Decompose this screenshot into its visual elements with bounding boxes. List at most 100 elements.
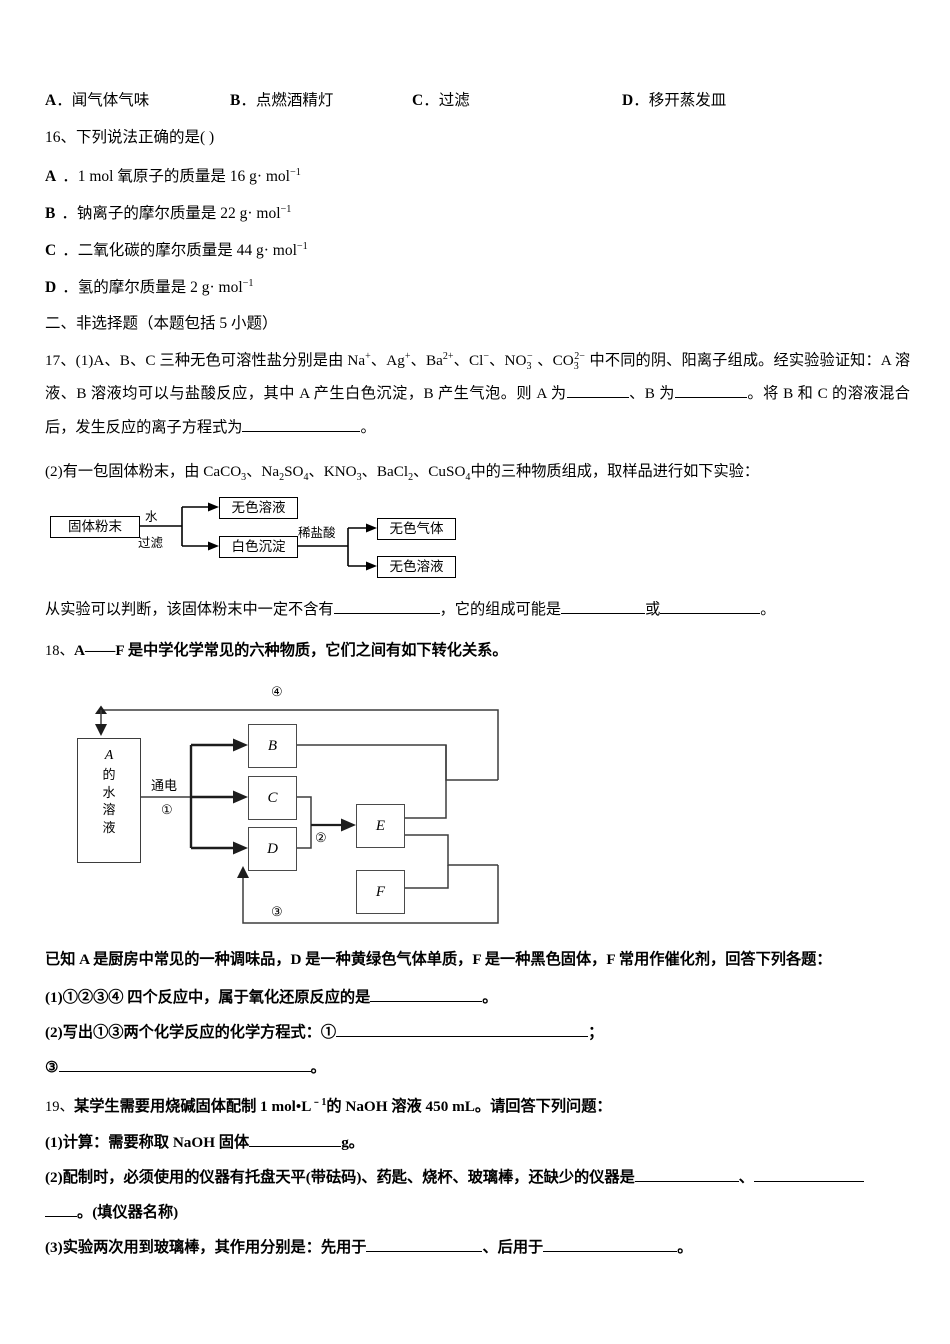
q15-option-c-text: 过滤	[438, 92, 470, 109]
q17-formula-na2so4: Na2SO4	[261, 463, 309, 484]
q17-part3-text-3: 或	[645, 600, 661, 618]
q17-blank-ionic-equation[interactable]	[242, 416, 361, 432]
q17-part1-text-4: 、B 为	[628, 385, 675, 403]
q19-sub1-unit: g。	[341, 1133, 364, 1151]
q17-ion-no3: NO3−	[504, 350, 533, 373]
q17-ion-cl: Cl−	[469, 350, 490, 370]
diagram-circled-3: ③	[271, 904, 283, 920]
q18-stem-text: A——F 是中学化学常见的六种物质，它们之间有如下转化关系。	[74, 641, 508, 659]
diagram-node-d: D	[248, 827, 297, 872]
q16-stem: 16、下列说法正确的是( )	[45, 129, 215, 146]
q16-choice-c-text: 二氧化碳的摩尔质量是 44 g·	[77, 242, 269, 260]
q16-choice-c-sup: −1	[296, 240, 308, 252]
q19-stem: 19、某学生需要用烧碱固体配制 1 mol•L﹣1的 NaOH 溶液 450 m…	[45, 1091, 910, 1123]
q18-blank-equation-1[interactable]	[336, 1021, 589, 1037]
q18-sub3-marker: ③	[45, 1058, 59, 1076]
diagram-circled-1: ①	[161, 802, 173, 818]
q17-blank-absent[interactable]	[333, 597, 440, 614]
q18-blank-redox[interactable]	[370, 985, 483, 1002]
q17-ion-na: Na+	[347, 350, 371, 370]
q19-blank-apparatus-2[interactable]	[753, 1166, 864, 1182]
q16-choice-d-sup: −1	[242, 277, 254, 289]
q17-part1-text-3: 液、B 溶液均可以与盐酸反应，其中 A 产生白色沉淀，B 产生气泡。则 A 为	[45, 385, 567, 403]
diagram-node-a-letter: A	[104, 748, 114, 764]
q17-blank-b[interactable]	[674, 382, 747, 399]
q17-blank-composition-2[interactable]	[660, 597, 761, 614]
diagram-circled-2: ②	[315, 830, 327, 846]
q18-sub3: ③。	[45, 1052, 910, 1083]
q18-blank-equation-3[interactable]	[58, 1056, 311, 1072]
q19-blank-apparatus-1[interactable]	[634, 1166, 739, 1182]
q18-sub3-period: 。	[310, 1058, 326, 1076]
q19-stem-text-a: 某学生需要用烧碱固体配制 1 mol•L	[74, 1098, 312, 1115]
substance-conversion-diagram: A 的 水 溶 液 B C D E F 通电 ① ② ③ ④	[63, 680, 533, 930]
q16-choice-a: A．1 mol 氧原子的质量是 16 g· mol−1	[45, 166, 301, 186]
q19-sub3: (3)实验两次用到玻璃棒，其作用分别是：先用于、后用于。	[45, 1232, 910, 1263]
q17-formula-cuso4: CuSO4	[428, 463, 471, 484]
q18-sub1-text: (1)①②③④ 四个反应中，属于氧化还原反应的是	[45, 988, 371, 1006]
diagram-node-a-char-3: 溶	[102, 802, 116, 818]
section-2-title: 二、非选择题（本题包括 5 小题）	[45, 315, 278, 333]
q19-sub3-text-a: (3)实验两次用到玻璃棒，其作用分别是：先用于	[45, 1239, 367, 1257]
q19-sub2: (2)配制时，必须使用的仪器有托盘天平(带砝码)、药匙、烧杯、玻璃棒，还缺少的仪…	[45, 1162, 910, 1193]
diagram-node-e: E	[356, 804, 405, 849]
q19-number: 19、	[45, 1099, 74, 1115]
q18-stem: 18、A——F 是中学化学常见的六种物质，它们之间有如下转化关系。	[45, 635, 910, 667]
q16-choice-d: D．氢的摩尔质量是 2 g· mol−1	[45, 277, 254, 297]
page-content: A．闻气体气味 B．点燃酒精灯 C．过滤 D．移开蒸发皿 16、下列说法正确的是…	[45, 88, 910, 1267]
q17-formula-kno3: KNO3	[323, 463, 362, 484]
q17-ion-co3: CO32−	[552, 350, 585, 373]
q19-sub1-text: (1)计算：需要称取 NaOH 固体	[45, 1133, 250, 1151]
q15-option-d-text: 移开蒸发皿	[648, 92, 727, 109]
q18-sub2-semicolon: ；	[588, 1023, 604, 1041]
q16-choice-c: C．二氧化碳的摩尔质量是 44 g· mol−1	[45, 240, 308, 260]
q17-part1-text-5: 。将 B 和 C 的溶液混合	[746, 385, 910, 403]
q16-choice-a-sup: −1	[290, 166, 301, 178]
q16-choice-b-sup: −1	[280, 203, 292, 215]
q19-stem-text-b: 的 NaOH 溶液 450 mL。请回答下列问题：	[326, 1098, 612, 1115]
diagram-node-b: B	[248, 724, 297, 769]
q17-ion-ag: Ag+	[386, 350, 411, 370]
q15-option-b: B．点燃酒精灯	[230, 92, 334, 109]
q17-ion-ba: Ba2+	[425, 350, 454, 370]
q17-part3: 从实验可以判断，该固体粉末中一定不含有，它的组成可能是或。	[45, 594, 910, 625]
q19-stem-sup: ﹣1	[311, 1096, 327, 1108]
q17-part3-text-2: ，它的组成可能是	[439, 600, 562, 618]
q19-blank-rod-use-2[interactable]	[543, 1236, 678, 1253]
q19-blank-mass[interactable]	[249, 1131, 342, 1147]
q17-part2-intro: (2)有一包固体粉末，由 CaCO3、Na2SO4、KNO3、BaCl2、CuS…	[45, 463, 759, 484]
q19-sub1: (1)计算：需要称取 NaOH 固体 g。	[45, 1127, 910, 1158]
q18-sub2: (2)写出①③两个化学反应的化学方程式：① ；	[45, 1017, 910, 1048]
diagram-label-electrolysis: 通电	[151, 778, 178, 794]
q17-formula-caco3: CaCO3	[203, 463, 247, 484]
q17-blank-composition-1[interactable]	[561, 597, 646, 614]
q17-part1-text-7: 。	[360, 418, 376, 436]
flow1-node-colorless-solution: 无色溶液	[219, 496, 298, 519]
q19-blank-rod-use-1[interactable]	[366, 1236, 483, 1253]
flow1-label-filter: 过滤	[138, 535, 164, 550]
flow1-node-colorless-solution-2: 无色溶液	[377, 555, 456, 578]
q18-sub2-text: (2)写出①③两个化学反应的化学方程式：①	[45, 1023, 337, 1041]
q17-part3-text-1: 从实验可以判断，该固体粉末中一定不含有	[45, 600, 334, 618]
q19-sub2-cont: 。(填仪器名称)	[45, 1197, 910, 1228]
q18-number: 18、	[45, 642, 74, 659]
q16-choice-a-text: 1 mol 氧原子的质量是 16 g·	[77, 168, 262, 186]
q17-blank-a[interactable]	[566, 382, 629, 399]
q16-choice-b-label: B	[45, 205, 56, 223]
q19-blank-apparatus-2-cont[interactable]	[45, 1201, 77, 1218]
q19-sub2-sep: 、	[738, 1168, 754, 1186]
q17-part2-text-2: 中的三种物质组成，取样品进行如下实验：	[470, 463, 759, 481]
diagram-node-a-solution: A 的 水 溶 液	[77, 738, 141, 864]
q19-sub2-note: 。(填仪器名称)	[77, 1204, 179, 1222]
flow1-node-solid-powder: 固体粉末	[50, 515, 140, 538]
flowchart-2-connectors	[95, 705, 499, 925]
q16-choice-a-label: A	[45, 168, 57, 186]
flow1-label-water: 水	[145, 509, 158, 524]
q19-sub3-text-b: 、后用于	[482, 1239, 544, 1257]
q18-sub1: (1)①②③④ 四个反应中，属于氧化还原反应的是。	[45, 982, 910, 1013]
q19-sub2-text: (2)配制时，必须使用的仪器有托盘天平(带砝码)、药匙、烧杯、玻璃棒，还缺少的仪…	[45, 1168, 635, 1186]
q16-choice-d-label: D	[45, 279, 57, 297]
q16-choice-a-unit: mol	[265, 168, 290, 186]
q15-option-b-label: B	[230, 92, 241, 109]
